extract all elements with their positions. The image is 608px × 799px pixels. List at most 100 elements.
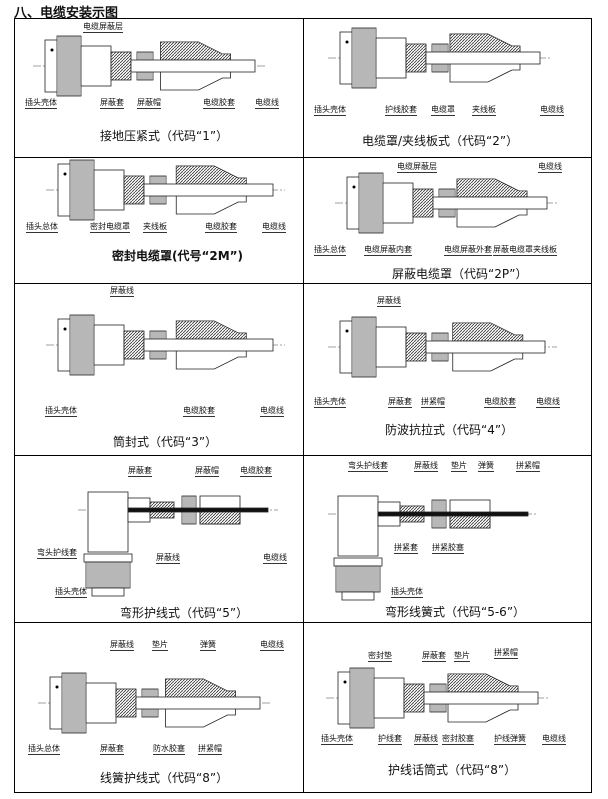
diagram-caption: 筒封式（代码“3”） <box>113 435 218 449</box>
callout-label: 弹簧 <box>478 461 494 472</box>
cable <box>130 59 256 73</box>
callout-label: 弯头护线套 <box>37 548 77 559</box>
callout-label: 插头壳体 <box>25 98 57 109</box>
callout-label: 密封胶塞 <box>442 734 474 745</box>
callout-label: 屏蔽线 <box>377 296 401 307</box>
boot-hatched-section <box>165 678 236 698</box>
callout-label: 插头壳体 <box>314 105 346 116</box>
callout-label: 电缆线 <box>542 734 566 745</box>
callout-label: 拼紧套 <box>394 543 418 554</box>
diagram-caption: 线簧护线式（代码“8”） <box>100 771 229 785</box>
cable <box>127 507 269 513</box>
callout-label: 垫片 <box>152 640 168 651</box>
callout-label: 电缆线 <box>538 162 562 173</box>
callout-label: 电缆线 <box>536 397 560 408</box>
callout-label: 屏蔽套 <box>100 98 124 109</box>
shield-sleeve <box>110 51 132 81</box>
shield-sleeve <box>405 43 427 73</box>
shield-sleeve <box>412 188 434 218</box>
diagram-caption: 密封电缆罩(代号“2M”) <box>112 249 244 263</box>
shield-sleeve <box>403 683 425 713</box>
callout-label: 屏蔽线 <box>110 286 134 297</box>
cable <box>143 183 274 197</box>
callout-label: 电缆线 <box>255 98 279 109</box>
callout-label: 夹线板 <box>472 105 496 116</box>
shield-sleeve <box>123 330 145 360</box>
boot-hatched-section <box>452 322 524 342</box>
callout-label: 插头壳体 <box>391 587 423 598</box>
callout-label: 屏蔽套 <box>100 744 124 755</box>
grid-border <box>14 18 15 793</box>
boot-hatched-section <box>449 33 521 53</box>
callout-label: 弯头护线套 <box>348 461 388 472</box>
plug-shell <box>91 587 125 597</box>
adapter <box>93 324 125 366</box>
callout-label: 电缆线 <box>260 406 284 417</box>
key-dot <box>50 48 54 52</box>
boot-hatched-section <box>175 320 247 340</box>
callout-label: 电缆线 <box>263 553 287 564</box>
shield-sleeve <box>123 175 145 205</box>
callout-label: 电缆屏蔽外套 <box>444 245 492 256</box>
callout-label: 插头总体 <box>26 222 58 233</box>
callout-label: 插头壳体 <box>321 734 353 745</box>
callout-label: 电缆屏蔽内套 <box>364 245 412 256</box>
elbow-housing <box>87 491 129 553</box>
adapter <box>93 169 125 211</box>
callout-label: 护线套 <box>378 734 402 745</box>
diagram-caption: 屏蔽电缆罩（代码“2P”） <box>392 267 528 281</box>
callout-label: 拼紧帽 <box>494 648 518 659</box>
callout-label: 密封电缆罩 <box>90 222 130 233</box>
callout-label: 插头壳体 <box>55 587 87 598</box>
callout-label: 拼紧帽 <box>198 744 222 755</box>
callout-label: 夹线板 <box>143 222 167 233</box>
callout-label: 电缆胶套 <box>240 466 272 477</box>
callout-label: 护线胶套 <box>385 105 417 116</box>
key-dot <box>345 40 349 44</box>
callout-label: 电缆屏蔽层 <box>397 162 437 173</box>
callout-label: 弹簧 <box>200 640 216 651</box>
callout-label: 插头总体 <box>314 245 346 256</box>
diagram-caption: 弯形线簧式（代码“5-6”） <box>385 605 526 619</box>
cable <box>425 340 546 354</box>
cable <box>425 51 541 65</box>
grid-border <box>303 18 304 793</box>
callout-label: 屏蔽帽 <box>195 466 219 477</box>
diagram-caption: 接地压紧式（代码“1”） <box>100 129 229 143</box>
callout-label: 电缆胶套 <box>205 222 237 233</box>
adapter <box>375 37 407 79</box>
elbow-housing <box>337 495 379 557</box>
key-dot <box>345 329 349 333</box>
shield-sleeve <box>405 332 427 362</box>
key-dot <box>63 172 67 176</box>
boot-hatched-section <box>175 165 247 185</box>
callout-label: 屏蔽线 <box>110 640 134 651</box>
coupling-ring <box>333 557 383 567</box>
key-dot <box>63 327 67 331</box>
callout-label: 垫片 <box>451 461 467 472</box>
callout-label: 屏蔽线 <box>156 553 180 564</box>
diagram-caption: 护线话筒式（代码“8”） <box>388 763 517 777</box>
adapter <box>375 326 407 368</box>
callout-label: 电缆胶套 <box>183 406 215 417</box>
callout-label: 拼紧胶塞 <box>432 543 464 554</box>
boot-hatched-section <box>447 673 519 693</box>
cable <box>135 696 261 710</box>
shield-sleeve <box>115 688 137 718</box>
callout-label: 电缆屏蔽层 <box>83 22 123 33</box>
callout-label: 插头总体 <box>28 744 60 755</box>
plug-shell <box>341 591 375 601</box>
adapter <box>373 677 405 719</box>
callout-label: 电缆胶套 <box>484 397 516 408</box>
adapter <box>382 182 414 224</box>
callout-label: 屏蔽帽 <box>137 98 161 109</box>
callout-label: 屏蔽线 <box>414 734 438 745</box>
callout-label: 电缆罩 <box>431 105 455 116</box>
callout-label: 拼紧帽 <box>421 397 445 408</box>
callout-label: 电缆线 <box>260 640 284 651</box>
callout-label: 插头壳体 <box>45 406 77 417</box>
grid-border <box>591 18 592 793</box>
callout-label: 拼紧帽 <box>516 461 540 472</box>
callout-label: 防水胶塞 <box>153 744 185 755</box>
adapter <box>80 45 112 87</box>
